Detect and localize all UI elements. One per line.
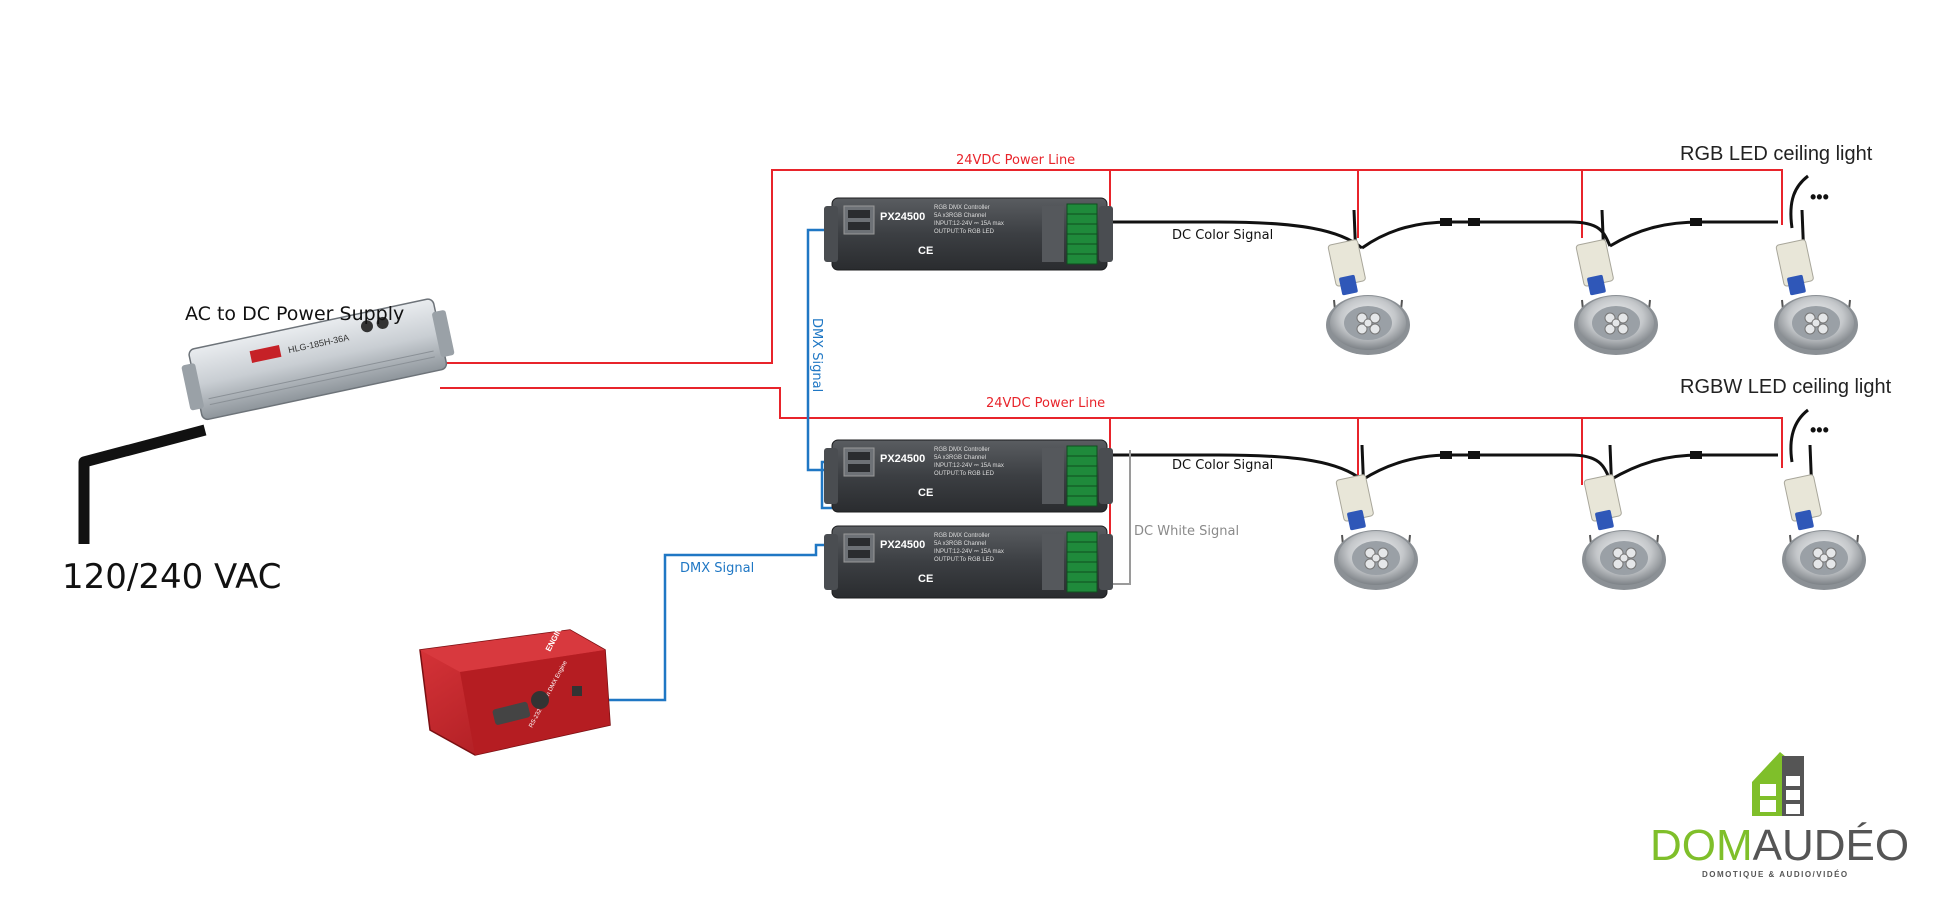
color-signal-wires [1070, 220, 1778, 482]
controller-bottom: PX24500 RGB DMX Controller 5A x3RGB Chan… [823, 525, 1114, 599]
dmx-bottom-label: DMX Signal [680, 561, 754, 576]
controller-middle-desc-1: RGB DMX Controller [934, 447, 990, 453]
rgb-led-light-1 [1324, 208, 1412, 357]
rgbw-led-light-3 [1780, 443, 1868, 592]
rgb-group-label: RGB LED ceiling light [1680, 143, 1873, 165]
continuation-cable-bottom [1789, 408, 1809, 463]
controller-top-desc-3: INPUT:12-24V ⎓ 15A max [934, 221, 1004, 227]
wire-connectors [1440, 218, 1702, 459]
dmx-vertical-label: DMX Signal [809, 318, 824, 392]
controller-middle-ce: CE [918, 487, 933, 499]
controller-bottom-desc-2: 5A x3RGB Channel [934, 541, 986, 547]
rgb-led-light-2 [1572, 208, 1660, 357]
power-line-bottom-label: 24VDC Power Line [986, 396, 1105, 411]
ellipsis-top: ••• [1810, 187, 1829, 207]
psu-label: AC to DC Power Supply [185, 303, 404, 325]
color-signal-bottom-label: DC Color Signal [1172, 458, 1273, 473]
color-signal-top-label: DC Color Signal [1172, 228, 1273, 243]
controller-top-desc-2: 5A x3RGB Channel [934, 213, 986, 219]
rgb-led-light-3 [1772, 208, 1860, 357]
controller-middle: PX24500 RGB DMX Controller 5A x3RGB Chan… [823, 439, 1114, 513]
controller-top-model: PX24500 [880, 211, 925, 223]
power-supply-unit: HLG-185H-36A [181, 298, 455, 421]
rgbw-group-label: RGBW LED ceiling light [1680, 376, 1892, 398]
logo-text-gray: AUDÉO [1753, 821, 1909, 870]
controller-middle-desc-3: INPUT:12-24V ⎓ 15A max [934, 463, 1004, 469]
controller-bottom-desc-3: INPUT:12-24V ⎓ 15A max [934, 549, 1004, 555]
logo-wordmark: DOMAUDÉO [1650, 821, 1909, 870]
logo-tagline: DOMOTIQUE & AUDIO/VIDÉO [1702, 870, 1849, 879]
controller-top-desc-4: OUTPUT:To RGB LED [934, 229, 995, 235]
controller-top-ce: CE [918, 245, 933, 257]
controller-middle-desc-4: OUTPUT:To RGB LED [934, 471, 995, 477]
controller-bottom-desc-1: RGB DMX Controller [934, 533, 990, 539]
controller-bottom-model: PX24500 [880, 539, 925, 551]
controller-bottom-ce: CE [918, 573, 933, 585]
dmx-wires [540, 228, 848, 702]
rgbw-led-light-2 [1580, 443, 1668, 592]
controller-middle-model: PX24500 [880, 453, 925, 465]
ac-voltage-label: 120/240 VAC [62, 557, 282, 597]
ac-cable [78, 424, 207, 544]
controller-top: PX24500 RGB DMX Controller 5A x3RGB Chan… [823, 197, 1114, 271]
ellipsis-bottom: ••• [1810, 420, 1829, 440]
continuation-cable-top [1789, 174, 1809, 229]
domaudeo-logo: DOMAUDÉO DOMOTIQUE & AUDIO/VIDÉO [1650, 752, 1909, 879]
controller-middle-desc-2: 5A x3RGB Channel [934, 455, 986, 461]
controller-bottom-desc-4: OUTPUT:To RGB LED [934, 557, 995, 563]
power-line-top-label: 24VDC Power Line [956, 153, 1075, 168]
controller-top-desc-1: RGB DMX Controller [934, 205, 990, 211]
dmx-engine-interface: ENGINEERING SOLUTIONS INC RS-232 Driven … [419, 542, 611, 756]
rgbw-led-light-1 [1332, 443, 1420, 592]
logo-text-green: DOM [1650, 821, 1753, 870]
house-icon [1752, 752, 1804, 816]
white-signal-label: DC White Signal [1134, 524, 1239, 539]
